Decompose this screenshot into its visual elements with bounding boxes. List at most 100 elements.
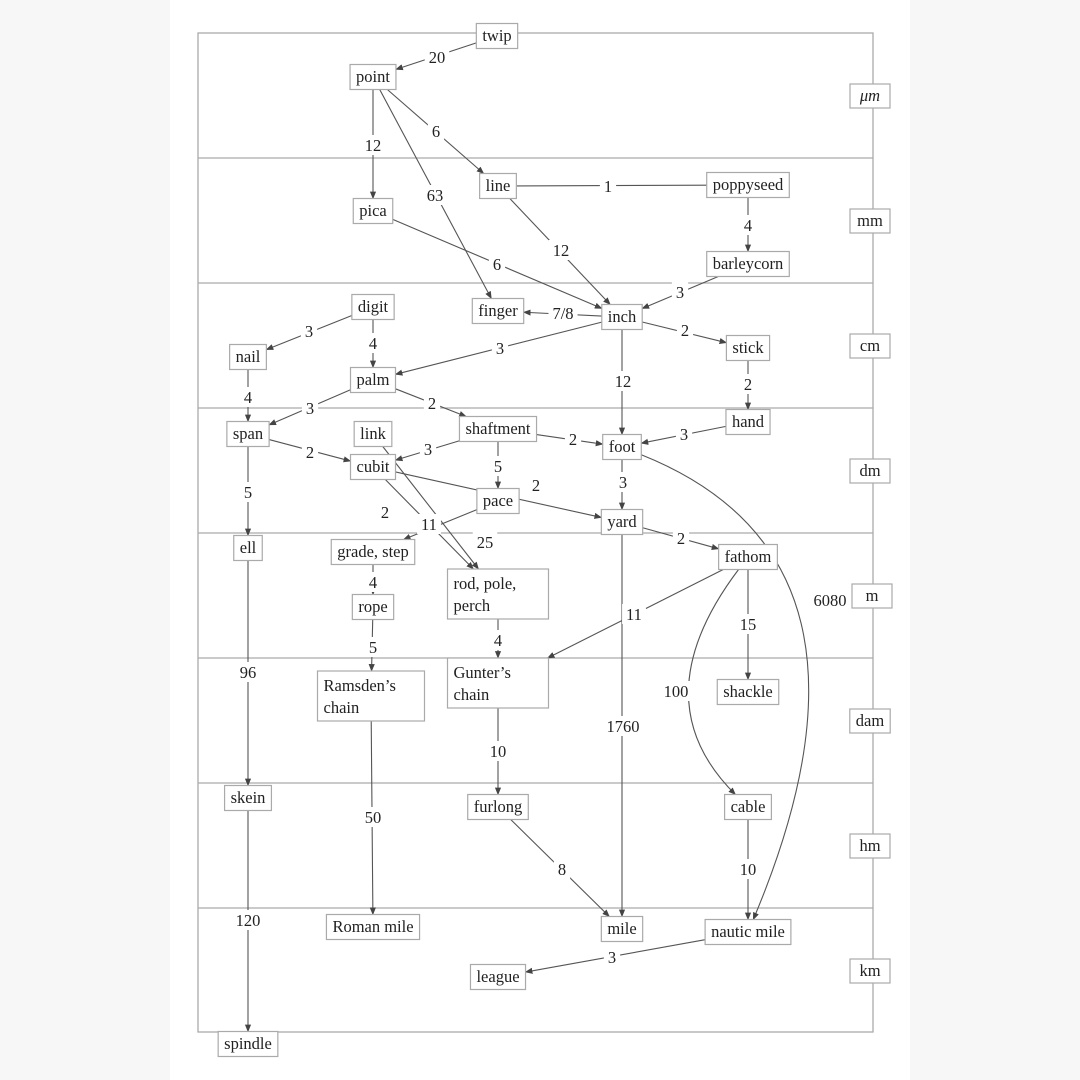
edge-label: 5 [489,456,507,476]
node-box [601,303,643,331]
edge-label: 2 [564,429,582,449]
node-label: shackle [723,682,772,701]
edge-label: 96 [235,662,261,682]
node-yard: yard [600,508,644,536]
node-box [316,670,426,722]
node-label: rod, pole,perch [454,574,517,615]
conversion-factor: 2 [744,375,752,394]
conversion-factor: 4 [369,334,377,353]
conversion-factor: 3 [608,948,616,967]
node-label: nautic mile [711,922,785,941]
edge-label: 3 [491,338,509,358]
node-box [446,657,550,709]
edge-label: 63 [422,185,448,205]
node-span: span [226,420,270,448]
unit-label: m [866,586,879,605]
node-label: ell [240,538,257,557]
conversion-factor: 1760 [607,717,640,736]
node-label: finger [478,301,518,320]
conversion-factor: 4 [369,573,377,592]
node-label: mile [607,919,636,938]
edge-label: 2 [672,528,690,548]
conversion-factor: 5 [494,457,502,476]
node-box [725,408,771,436]
node-label: twip [482,26,511,45]
edge-label: 4 [239,387,257,407]
node-palm: palm [349,366,397,394]
conversion-factor: 12 [553,241,570,260]
node-label: nail [236,347,261,366]
unit-3: dm [849,458,891,484]
node-box [351,293,395,321]
node-roman: Roman mile [325,913,421,941]
node-box [349,453,397,481]
unit-label: dm [859,461,880,480]
node-label: furlong [474,797,523,816]
node-label: hand [732,412,765,431]
unit-5: dam [849,708,891,734]
node-label: Roman mile [332,917,413,936]
unit-label: km [859,961,880,980]
conversion-factor: 6 [432,122,440,141]
edge-label: 3 [300,321,318,341]
conversion-factor: 11 [626,605,642,624]
node-label: inch [608,307,637,326]
conversion-factor: 3 [305,322,313,341]
node-box [223,784,273,812]
edge-label: 100 [659,681,693,701]
node-nautic: nautic mile [704,918,792,946]
edge-label: 6 [488,254,506,274]
conversion-factor: 96 [240,663,257,682]
edge-label: 15 [735,614,761,634]
conversion-factor: 8 [558,860,566,879]
node-label: cable [731,797,766,816]
conversion-factor: 10 [740,860,757,879]
unit-1: mm [849,208,891,234]
node-label: poppyseed [713,175,784,194]
node-box [351,593,395,621]
node-label: line [486,176,511,195]
node-label: league [476,967,519,986]
node-mile: mile [600,915,644,943]
conversion-factor: 12 [365,136,382,155]
conversion-factor: 3 [676,283,684,302]
node-box [229,343,267,371]
conversion-factor: 2 [381,503,389,522]
node-label: digit [358,297,389,316]
edge-label: 3 [671,282,689,302]
edge-label: 2 [376,502,394,522]
node-poppyseed: poppyseed [706,171,790,199]
node-label: barleycorn [713,254,784,273]
node-label: palm [357,370,390,389]
conversion-factor: 7/8 [552,304,573,323]
node-label: shaftment [465,419,530,438]
edge-label: 25 [472,532,498,552]
node-ell: ell [233,534,263,562]
node-label: pica [359,201,387,220]
conversion-factor: 5 [369,638,377,657]
node-label: stick [732,338,764,357]
node-line: line [479,172,517,200]
node-label: point [356,67,390,86]
node-box [349,63,397,91]
unit-2: cm [849,333,891,359]
node-twip: twip [475,22,519,50]
conversion-factor: 2 [569,430,577,449]
conversion-factor: 50 [365,808,382,827]
node-box [325,913,421,941]
node-label: foot [609,437,636,456]
node-hand: hand [725,408,771,436]
edge-label: 3 [675,424,693,444]
conversion-factor: 4 [244,388,252,407]
edge-label: 4 [364,572,382,592]
node-foot: foot [602,433,642,461]
node-shackle: shackle [716,678,780,706]
node-box [330,538,416,566]
edge-label: 7/8 [548,303,578,323]
node-stick: stick [725,334,771,362]
node-box [718,543,778,571]
edge-label: 6 [427,121,445,141]
node-cable: cable [723,793,773,821]
